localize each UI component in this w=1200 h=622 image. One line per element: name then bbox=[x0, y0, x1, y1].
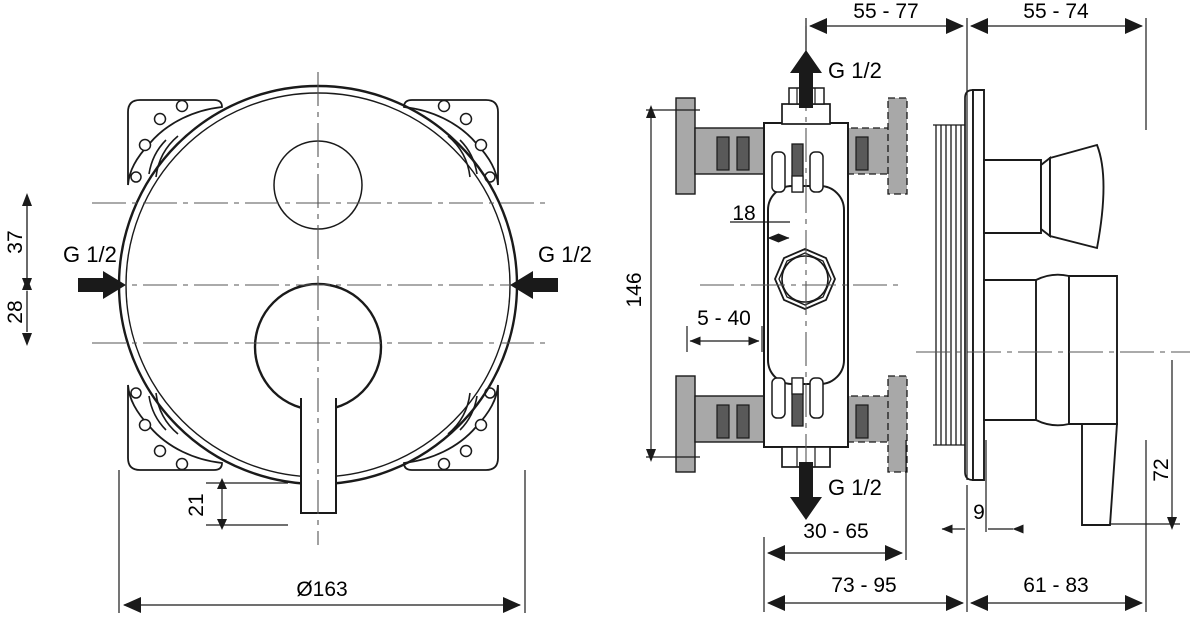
mounting-bracket-top-left bbox=[127, 99, 223, 186]
dim-label-18: 18 bbox=[732, 202, 755, 225]
dim-label-146: 146 bbox=[623, 272, 646, 307]
depth-range-dimension bbox=[686, 326, 763, 352]
mounting-bracket-top-right bbox=[403, 99, 499, 186]
bottom-dimensions bbox=[763, 440, 1147, 612]
dim-label-21: 21 bbox=[185, 493, 208, 516]
port-label-right: G 1/2 bbox=[538, 242, 592, 267]
port-arrow-bottom bbox=[790, 462, 822, 520]
diverter-knob-side bbox=[983, 143, 1105, 250]
front-centerlines bbox=[92, 72, 548, 545]
wall-thickness-dimension bbox=[730, 221, 790, 243]
side-view-group bbox=[646, 18, 1190, 612]
dim-label-72: 72 bbox=[1150, 458, 1173, 481]
body-height-dimension bbox=[646, 105, 700, 462]
dim-label-55-77: 55 - 77 bbox=[853, 0, 918, 23]
port-arrow-left bbox=[78, 271, 126, 299]
front-port-arrows bbox=[78, 271, 558, 299]
dim-label-37: 37 bbox=[4, 230, 27, 253]
mounting-bracket-bottom-right bbox=[403, 384, 499, 471]
plate-thickness-dimension bbox=[941, 440, 1024, 534]
cartridge-tabs-lower bbox=[771, 377, 824, 427]
bracket-bl-holes bbox=[130, 387, 189, 471]
dim-label-5-40: 5 - 40 bbox=[697, 307, 751, 330]
escutcheon-plate-side bbox=[964, 89, 985, 481]
dim-label-9: 9 bbox=[973, 501, 985, 524]
top-dimensions bbox=[805, 18, 1147, 480]
port-label-left: G 1/2 bbox=[63, 242, 117, 267]
front-left-dimensions bbox=[22, 193, 32, 346]
dim-label-55-74: 55 - 74 bbox=[1023, 0, 1089, 23]
dim-label-diameter: Ø163 bbox=[296, 578, 347, 601]
handle-offset-dimension bbox=[1110, 360, 1180, 530]
mounting-bracket-bottom-left bbox=[127, 384, 223, 471]
port-label-bottom: G 1/2 bbox=[828, 475, 882, 500]
dim-label-73-95: 73 - 95 bbox=[831, 574, 896, 597]
handle-height-dimension bbox=[206, 478, 288, 530]
lever-handle-side bbox=[983, 273, 1119, 526]
inlet-spacing-dimension bbox=[763, 440, 907, 561]
threaded-sleeve bbox=[933, 124, 965, 446]
dim-label-28: 28 bbox=[4, 300, 27, 323]
hex-nut bbox=[774, 248, 836, 310]
dim-label-30-65: 30 - 65 bbox=[803, 520, 868, 543]
diameter-dimension bbox=[118, 470, 526, 613]
port-label-top: G 1/2 bbox=[828, 58, 882, 83]
dim-label-61-83: 61 - 83 bbox=[1023, 574, 1088, 597]
cartridge-tabs-upper bbox=[771, 143, 824, 193]
port-arrow-right bbox=[510, 271, 558, 299]
front-view-group bbox=[22, 72, 558, 613]
